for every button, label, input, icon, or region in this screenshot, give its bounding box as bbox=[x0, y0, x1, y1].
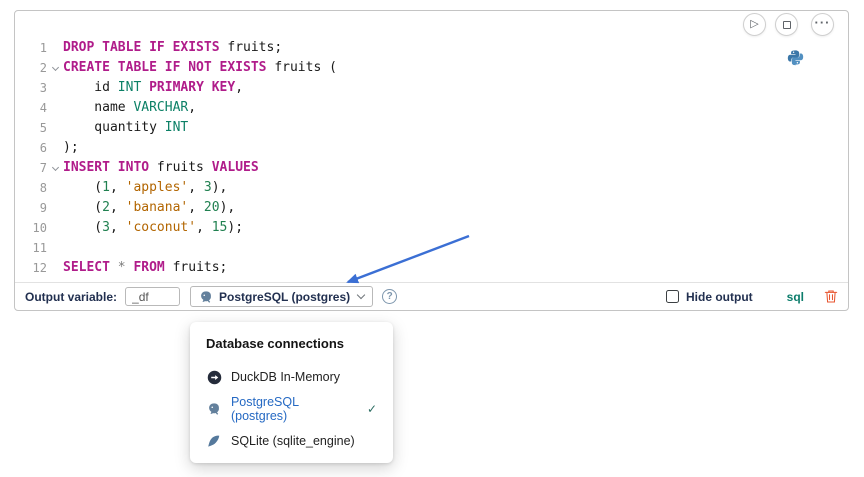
menu-item-postgresql[interactable]: PostgreSQL (postgres) ✓ bbox=[190, 393, 393, 425]
check-icon: ✓ bbox=[366, 402, 377, 416]
line-number: 2 bbox=[39, 61, 47, 75]
postgresql-icon bbox=[199, 290, 213, 304]
cell-toolbar: ▷ ··· bbox=[743, 13, 834, 36]
menu-item-label: PostgreSQL (postgres) bbox=[230, 395, 299, 423]
fold-gutter[interactable] bbox=[47, 158, 63, 178]
fold-gutter-spacer bbox=[47, 118, 63, 138]
menu-item-duckdb[interactable]: DuckDB In-Memory bbox=[190, 361, 393, 393]
output-variable-input[interactable] bbox=[125, 287, 181, 306]
hide-output-label: Hide output bbox=[686, 289, 753, 304]
code-line-text: DROP TABLE IF EXISTS fruits; bbox=[63, 40, 283, 55]
line-number: 11 bbox=[32, 241, 47, 255]
fold-gutter-spacer bbox=[47, 178, 63, 198]
fold-gutter[interactable] bbox=[47, 58, 63, 78]
code-line[interactable]: 4 name VARCHAR, bbox=[15, 98, 848, 118]
code-line-text: ); bbox=[63, 140, 79, 155]
more-actions-button[interactable]: ··· bbox=[811, 13, 834, 36]
menu-item-label: DuckDB In-Memory bbox=[231, 370, 341, 384]
code-line[interactable]: 5 quantity INT bbox=[15, 118, 848, 138]
line-number: 9 bbox=[39, 201, 47, 215]
code-line[interactable]: 8 (1, 'apples', 3), bbox=[15, 178, 848, 198]
fold-gutter-spacer bbox=[47, 258, 63, 278]
fold-gutter-spacer bbox=[47, 98, 63, 118]
cell-footer: Output variable: PostgreSQL (postgres) ?… bbox=[15, 282, 848, 310]
code-line-text: SELECT * FROM fruits; bbox=[63, 260, 228, 275]
code-line[interactable]: 3 id INT PRIMARY KEY, bbox=[15, 78, 848, 98]
menu-item-label: SQLite (sqlite_engine) bbox=[231, 434, 355, 448]
menu-title: Database connections bbox=[206, 336, 344, 351]
code-line[interactable]: 2 CREATE TABLE IF NOT EXISTS fruits ( bbox=[15, 58, 848, 78]
fold-gutter-spacer bbox=[47, 218, 63, 238]
code-line-text: (3, 'coconut', 15); bbox=[63, 220, 244, 235]
fold-gutter-spacer bbox=[47, 238, 63, 258]
run-cell-button[interactable]: ▷ bbox=[743, 13, 766, 36]
interrupt-button[interactable] bbox=[775, 13, 798, 36]
cell-language-label: sql bbox=[786, 289, 804, 304]
line-number: 8 bbox=[39, 181, 47, 195]
code-line[interactable]: 1 DROP TABLE IF EXISTS fruits; bbox=[15, 38, 848, 58]
sql-cell: ▷ ··· 1 DROP TABLE IF EXISTS fruits; 2 CREA… bbox=[14, 10, 849, 311]
ellipsis-icon: ··· bbox=[814, 15, 831, 30]
play-icon: ▷ bbox=[750, 18, 759, 30]
code-line[interactable]: 10 (3, 'coconut', 15); bbox=[15, 218, 848, 238]
python-icon bbox=[787, 49, 804, 66]
code-line-text: (2, 'banana', 20), bbox=[63, 200, 236, 215]
stop-icon bbox=[782, 20, 791, 29]
sqlite-icon bbox=[206, 434, 222, 448]
code-line[interactable]: 7 INSERT INTO fruits VALUES bbox=[15, 158, 848, 178]
code-line-text: (1, 'apples', 3), bbox=[63, 180, 228, 195]
chevron-down-icon bbox=[356, 290, 366, 300]
menu-item-sqlite[interactable]: SQLite (sqlite_engine) bbox=[190, 425, 393, 457]
fold-chevron-icon bbox=[51, 163, 59, 171]
line-number: 6 bbox=[39, 141, 47, 155]
code-line-text: id INT PRIMARY KEY, bbox=[63, 80, 244, 95]
fold-gutter-spacer bbox=[47, 198, 63, 218]
connection-select[interactable]: PostgreSQL (postgres) bbox=[190, 286, 374, 307]
code-line-text: CREATE TABLE IF NOT EXISTS fruits ( bbox=[63, 60, 337, 75]
code-line-text: quantity INT bbox=[63, 120, 189, 135]
line-number: 12 bbox=[32, 261, 47, 275]
output-variable-label: Output variable: bbox=[25, 289, 118, 304]
code-line[interactable]: 6); bbox=[15, 138, 848, 158]
line-number: 10 bbox=[32, 221, 47, 235]
line-number: 5 bbox=[39, 121, 47, 135]
duckdb-icon bbox=[206, 370, 222, 385]
code-line-text: name VARCHAR, bbox=[63, 100, 197, 115]
line-number: 3 bbox=[39, 81, 47, 95]
hide-output-checkbox[interactable] bbox=[666, 290, 679, 303]
fold-gutter-spacer bbox=[47, 138, 63, 158]
help-icon[interactable]: ? bbox=[382, 289, 398, 304]
code-line[interactable]: 9 (2, 'banana', 20), bbox=[15, 198, 848, 218]
code-line[interactable]: 12 SELECT * FROM fruits; bbox=[15, 258, 848, 278]
code-editor[interactable]: 1 DROP TABLE IF EXISTS fruits; 2 CREATE TAB… bbox=[15, 38, 848, 280]
code-line[interactable]: 11 bbox=[15, 238, 848, 258]
fold-chevron-icon bbox=[51, 63, 59, 71]
code-line-text: INSERT INTO fruits VALUES bbox=[63, 160, 259, 175]
line-number: 4 bbox=[39, 101, 47, 115]
line-number: 1 bbox=[39, 41, 47, 55]
trash-icon[interactable] bbox=[824, 289, 838, 304]
postgresql-icon bbox=[206, 402, 222, 416]
fold-gutter-spacer bbox=[47, 78, 63, 98]
connection-label: PostgreSQL (postgres) bbox=[219, 289, 351, 304]
line-number: 7 bbox=[39, 161, 47, 175]
fold-gutter-spacer bbox=[47, 38, 63, 58]
